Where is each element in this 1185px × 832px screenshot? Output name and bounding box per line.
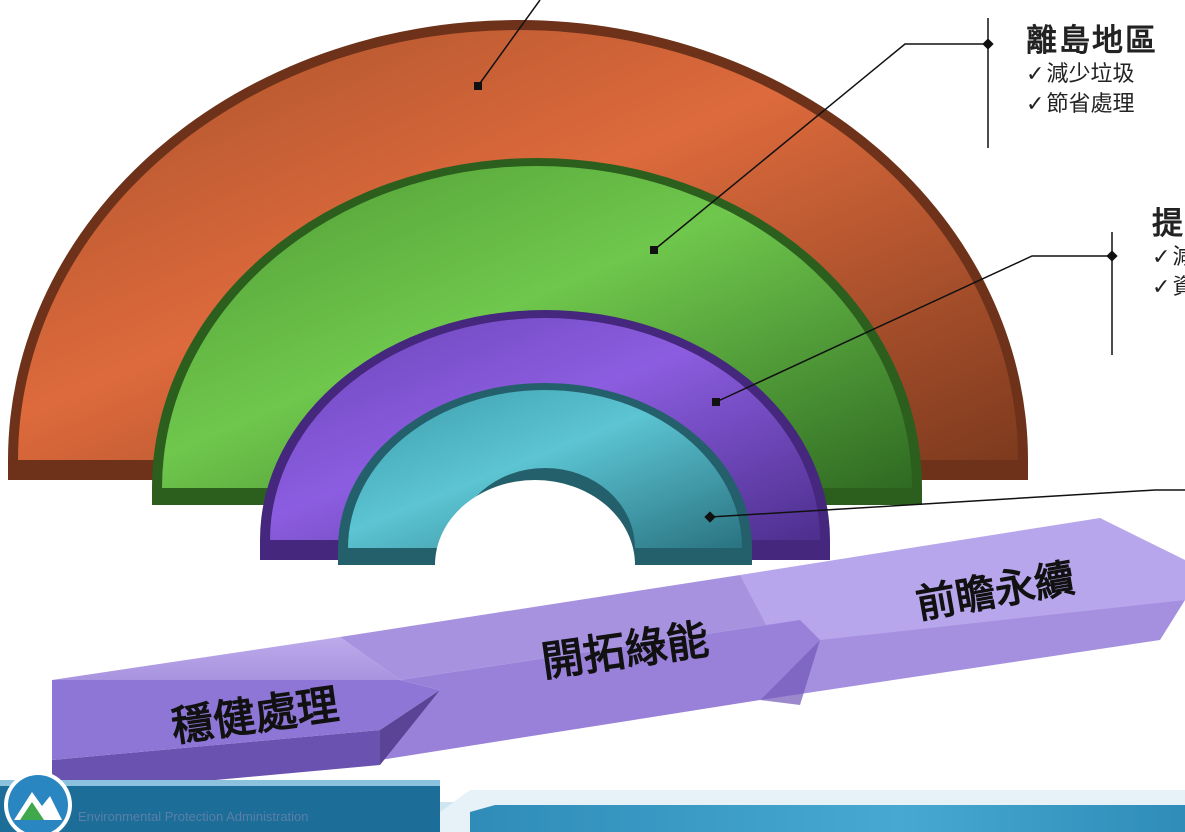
callout-1-title: 離島地區	[1026, 23, 1158, 59]
check-icon: ✓	[1026, 62, 1045, 87]
callout-offshore-islands: 離島地區 ✓減少垃圾 ✓節省處理	[1026, 22, 1158, 120]
callout-2-item-2: ✓資	[1152, 273, 1185, 303]
epa-logo	[4, 771, 72, 832]
check-icon: ✓	[1026, 92, 1045, 117]
ring-inner-teal	[338, 383, 752, 565]
leader-line-green	[653, 43, 988, 251]
check-icon: ✓	[1152, 275, 1171, 300]
marker-outer	[474, 82, 482, 90]
callout-1-item-1-text: 減少垃圾	[1046, 62, 1135, 87]
leader-line-purple	[715, 255, 1112, 403]
leader-line-outer	[477, 0, 541, 87]
callout-enhance: 提 ✓減 ✓資	[1152, 205, 1185, 303]
callout-1-item-2-text: 節省處理	[1046, 92, 1135, 117]
callout-brackets	[987, 18, 1113, 355]
callout-2-item-2-text: 資	[1172, 275, 1185, 300]
callout-2-item-1-text: 減	[1172, 245, 1185, 270]
callout-1-item-2: ✓節省處理	[1026, 90, 1158, 120]
callout-2-title: 提	[1152, 206, 1185, 242]
footer-org-name: Environmental Protection Administration	[78, 809, 309, 824]
leader-lines	[477, 0, 1185, 518]
marker-teal	[704, 511, 716, 523]
callout-1-item-1: ✓減少垃圾	[1026, 60, 1158, 90]
check-icon: ✓	[1152, 245, 1171, 270]
marker-purple	[712, 398, 720, 406]
marker-green	[650, 246, 658, 254]
callout-2-item-1: ✓減	[1152, 243, 1185, 273]
leader-line-teal	[709, 489, 1185, 518]
progress-arrow	[52, 518, 1185, 795]
footer-band	[0, 780, 1185, 832]
